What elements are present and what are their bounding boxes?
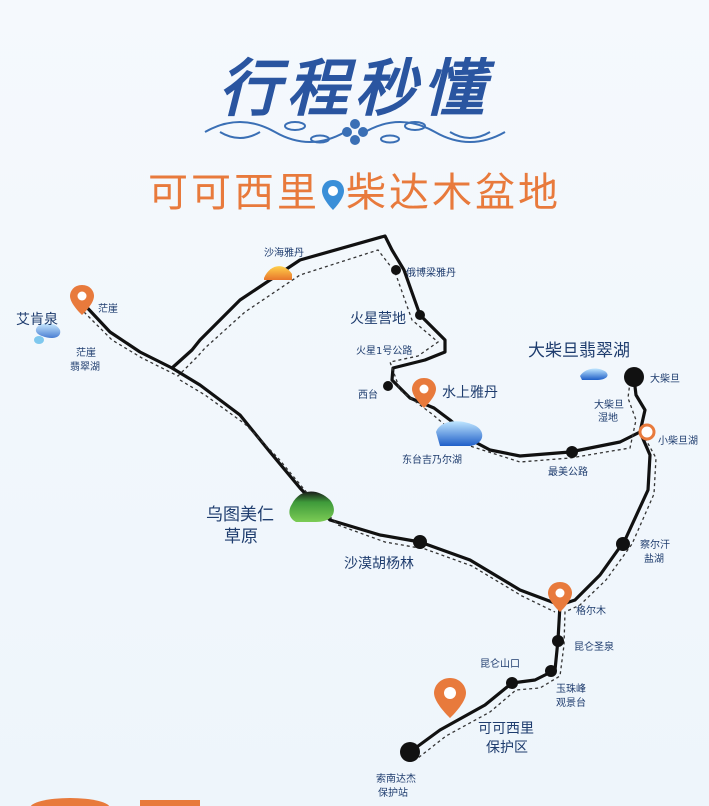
label-yuzhu: 观景台 — [556, 696, 586, 709]
label-yuzhu: 玉珠峰 — [556, 682, 586, 695]
map-pin-icon — [70, 285, 94, 315]
subtitle-from: 可可西里 — [148, 170, 320, 216]
lake-icon — [34, 336, 44, 344]
label-kunlun-pass: 昆仑山口 — [480, 657, 520, 670]
label-wutumeiren: 草原 — [224, 527, 258, 547]
lake-icon — [35, 323, 61, 338]
route-trail — [83, 249, 657, 759]
label-mars-road: 火星1号公路 — [356, 344, 412, 357]
label-water-yadan: 水上雅丹 — [442, 385, 498, 401]
label-shahai-yadan: 沙海雅丹 — [264, 246, 304, 259]
map-pin-icon — [638, 423, 656, 441]
label-best-road: 最美公路 — [548, 465, 588, 478]
endpoint-dachaidan — [624, 367, 644, 387]
label-mars-camp: 火星营地 — [350, 311, 406, 327]
label-dachaidan-wetland: 湿地 — [598, 411, 618, 424]
subtitle-to: 柴达木盆地 — [346, 170, 561, 216]
label-dachaidan-lake: 大柴旦翡翠湖 — [528, 341, 630, 361]
label-aikenquan: 艾肯泉 — [16, 311, 58, 328]
label-suonan: 索南达杰 — [376, 772, 416, 785]
map-pin-icon — [322, 180, 344, 210]
label-kunlun-spring: 昆仑圣泉 — [574, 640, 614, 653]
label-mangya: 茫崖 — [98, 302, 118, 315]
label-ebo-liang: 俄博梁雅丹 — [406, 266, 456, 279]
label-mangya-lake: 翡翠湖 — [70, 360, 100, 373]
bottom-decoration — [30, 798, 200, 806]
grassland-icon — [289, 491, 334, 522]
page-title: 行程秒懂 — [218, 52, 491, 125]
map-pin-icon — [434, 678, 466, 718]
label-dachaidan-wetland: 大柴旦 — [594, 398, 624, 411]
label-xiaochaidan: 小柴旦湖 — [658, 434, 698, 447]
map-pin-icon — [412, 378, 436, 408]
sand-dune-icon — [264, 266, 292, 280]
endpoint-suonan — [400, 742, 420, 762]
label-dachaidan: 大柴旦 — [650, 372, 680, 385]
label-dongtai-lake: 东台吉乃尔湖 — [402, 453, 462, 466]
lake-icon — [436, 421, 483, 446]
label-golmud: 格尔木 — [576, 604, 606, 617]
label-suonan: 保护站 — [378, 786, 408, 799]
route-line — [78, 234, 652, 754]
waypoint-dots — [383, 265, 630, 689]
label-hoh-xil: 可可西里 — [478, 721, 534, 737]
floral-divider-icon — [204, 119, 506, 145]
map-pin-icon — [548, 582, 572, 612]
label-hoh-xil: 保护区 — [486, 740, 528, 756]
label-wutumeiren: 乌图美仁 — [206, 505, 274, 525]
label-desert-poplar: 沙漠胡杨林 — [344, 556, 414, 572]
label-mangya-lake: 茫崖 — [76, 346, 96, 359]
label-xitai: 西台 — [358, 388, 378, 401]
route-subtitle: 可可西里柴达木盆地 — [0, 160, 709, 218]
label-chaerhan: 察尔汗 — [640, 538, 670, 551]
lake-icon — [580, 368, 608, 380]
label-chaerhan: 盐湖 — [644, 552, 664, 565]
